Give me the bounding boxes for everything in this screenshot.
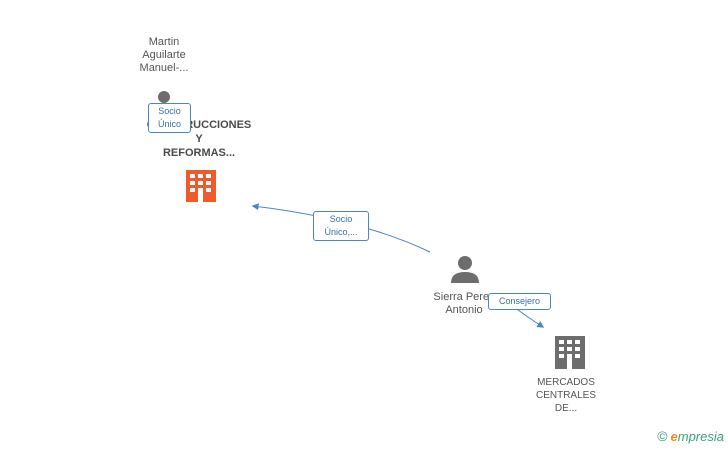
edge-label-socio-unico-etc: Socio Único,... [313,211,369,241]
brand-initial: e [670,429,678,444]
company-label-mercados[interactable]: MERCADOS CENTRALES DE... [535,377,596,414]
person-icon[interactable] [451,256,479,283]
brand-name: mpresia [677,429,724,444]
edge-label-socio-unico: Socio Único [148,103,191,133]
person-label-martin[interactable]: Martin Aguilarte Manuel-... [139,36,189,74]
edge-label-consejero: Consejero [488,293,551,310]
building-icon[interactable] [555,336,585,369]
empresia-logo: ©empresia [657,428,724,444]
building-icon[interactable] [186,170,216,202]
copyright-symbol: © [657,428,668,444]
person-label-sierra[interactable]: Sierra Perez Antonio [433,291,495,316]
